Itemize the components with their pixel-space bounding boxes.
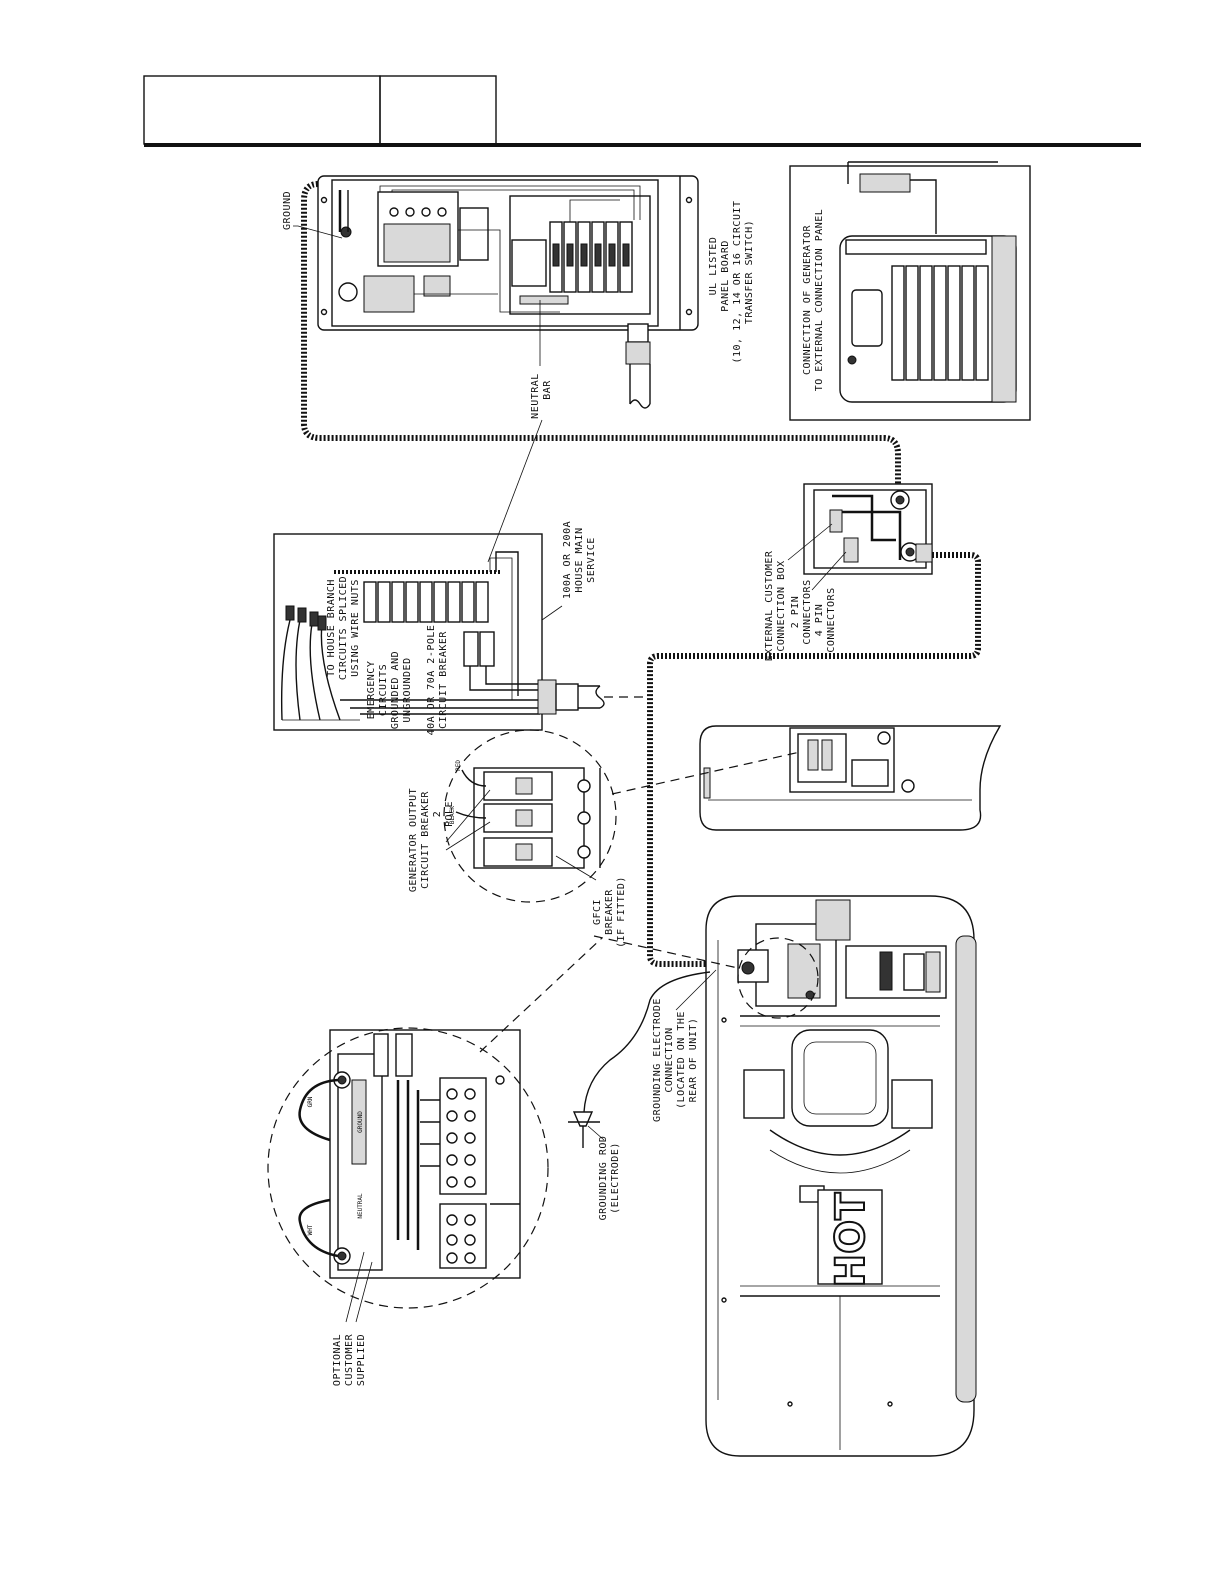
- label-grounding-rod: GROUNDING ROD (ELECTRODE): [598, 1136, 621, 1221]
- svg-text:TO EXTERNAL CONNECTION PANEL: TO EXTERNAL CONNECTION PANEL: [814, 209, 825, 392]
- header-title-box: [143, 75, 381, 145]
- svg-text:CONNECTION: CONNECTION: [664, 1027, 675, 1092]
- label-ground-bar: GROUND: [357, 1111, 364, 1133]
- svg-text:UNGROUNDED: UNGROUNDED: [402, 657, 413, 722]
- label-optional-customer-supplied: OPTIONAL CUSTOMER SUPPLIED: [332, 1333, 367, 1386]
- label-neutral-bar: NEUTRAL BAR: [530, 373, 553, 419]
- generator-side-view: [699, 725, 1002, 831]
- svg-text:40A OR 70A 2-POLE: 40A OR 70A 2-POLE: [426, 625, 437, 736]
- panel-breakers: [549, 221, 633, 293]
- label-neutral-block: NEUTRAL: [357, 1193, 364, 1219]
- label-grn-wire: GRN: [307, 1096, 314, 1107]
- label-ul-listed: UL LISTED PANEL BOARD (10, 12, 14 OR 16 …: [708, 200, 755, 363]
- svg-text:GFCI: GFCI: [592, 899, 603, 925]
- four-pin-connector: [843, 537, 859, 563]
- label-wht-wire: WHT: [307, 1224, 314, 1235]
- ground-lug: [340, 226, 352, 238]
- label-house-branch: TO HOUSE BRANCH CIRCUITS SPLICED USING W…: [326, 576, 361, 680]
- flex-conduit-generator: [647, 552, 981, 967]
- svg-text:2: 2: [432, 811, 443, 818]
- svg-text:CONNECTION BOX: CONNECTION BOX: [776, 560, 787, 651]
- two-pole-breaker-b: [479, 631, 495, 667]
- svg-text:EXTERNAL CUSTOMER: EXTERNAL CUSTOMER: [764, 550, 775, 661]
- svg-text:CONNECTION OF GENERATOR: CONNECTION OF GENERATOR: [802, 225, 813, 375]
- svg-text:4 PIN: 4 PIN: [814, 604, 825, 637]
- label-generator-output-breaker: GENERATOR OUTPUT CIRCUIT BREAKER 2 POLE: [408, 788, 455, 892]
- transfer-switch-panel: [317, 175, 699, 409]
- svg-text:NEUTRAL: NEUTRAL: [530, 373, 541, 419]
- svg-text:BREAKER: BREAKER: [604, 889, 615, 935]
- svg-text:CONNECTORS: CONNECTORS: [826, 587, 837, 652]
- label-gfci-breaker: GFCI BREAKER (IF FITTED): [592, 876, 627, 948]
- house-breakers: [363, 581, 489, 623]
- label-black-wire: BLACK: [449, 806, 456, 824]
- svg-text:SERVICE: SERVICE: [586, 537, 597, 583]
- svg-text:(10, 12, 14 OR 16 CIRCUIT: (10, 12, 14 OR 16 CIRCUIT: [732, 200, 743, 363]
- svg-text:BAR: BAR: [542, 380, 553, 400]
- svg-text:EMERGENCY: EMERGENCY: [366, 661, 377, 720]
- terminal-block-detail: GROUND NEUTRAL GRN WHT: [267, 1027, 549, 1309]
- svg-text:TO HOUSE BRANCH: TO HOUSE BRANCH: [326, 579, 337, 677]
- house-main-panel: [273, 533, 605, 731]
- generator-top-view: HOT: [705, 895, 977, 1457]
- external-connection-box: [803, 483, 933, 575]
- label-red-wire: RED: [455, 760, 462, 771]
- svg-text:100A OR 200A: 100A OR 200A: [562, 521, 573, 599]
- label-grounding-electrode: GROUNDING ELECTRODE CONNECTION (LOCATED …: [652, 998, 699, 1122]
- svg-text:OPTIONAL: OPTIONAL: [332, 1334, 343, 1386]
- svg-text:REAR OF UNIT): REAR OF UNIT): [688, 1018, 699, 1103]
- svg-text:HOUSE MAIN: HOUSE MAIN: [574, 527, 585, 592]
- two-pole-breaker-a: [463, 631, 479, 667]
- svg-text:(ELECTRODE): (ELECTRODE): [610, 1142, 621, 1214]
- svg-text:GROUNDING ELECTRODE: GROUNDING ELECTRODE: [652, 998, 663, 1122]
- panel-neutral-bar: [519, 295, 569, 305]
- breaker-detail-circle: RED BLACK: [443, 729, 617, 903]
- svg-text:GROUNDED AND: GROUNDED AND: [390, 651, 401, 729]
- inset-generator-connection: CONNECTION OF GENERATOR TO EXTERNAL CONN…: [789, 161, 1031, 421]
- svg-text:(IF FITTED): (IF FITTED): [616, 876, 627, 948]
- svg-text:CIRCUITS SPLICED: CIRCUITS SPLICED: [338, 576, 349, 680]
- svg-text:TRANSFER SWITCH): TRANSFER SWITCH): [744, 220, 755, 324]
- svg-text:SUPPLIED: SUPPLIED: [356, 1334, 367, 1386]
- terminal-detail-callout: [737, 937, 819, 1019]
- hot-warning-label: HOT: [828, 1192, 874, 1287]
- label-two-pole-breaker: 40A OR 70A 2-POLE CIRCUIT BREAKER: [426, 625, 449, 736]
- svg-text:CIRCUIT BREAKER: CIRCUIT BREAKER: [438, 631, 449, 729]
- header-bar: [143, 75, 1141, 147]
- label-house-main: 100A OR 200A HOUSE MAIN SERVICE: [562, 521, 597, 599]
- svg-text:GROUNDING ROD: GROUNDING ROD: [598, 1136, 609, 1221]
- terminal-screws: [439, 1077, 487, 1269]
- svg-text:(LOCATED ON THE: (LOCATED ON THE: [676, 1011, 687, 1109]
- grounding-rod: [568, 971, 711, 1148]
- svg-text:CIRCUITS: CIRCUITS: [378, 664, 389, 716]
- label-emergency-circuits: EMERGENCY CIRCUITS GROUNDED AND UNGROUND…: [366, 651, 413, 729]
- label-external-box: EXTERNAL CUSTOMER CONNECTION BOX 2 PIN C…: [764, 550, 837, 661]
- svg-text:CUSTOMER: CUSTOMER: [344, 1333, 355, 1386]
- flex-conduit-panel: [301, 181, 901, 486]
- svg-text:2 PIN: 2 PIN: [790, 596, 801, 629]
- label-ground: GROUND: [282, 191, 293, 230]
- svg-text:GENERATOR OUTPUT: GENERATOR OUTPUT: [408, 788, 419, 892]
- svg-text:POLE: POLE: [444, 801, 455, 827]
- two-pin-connector: [829, 509, 843, 533]
- svg-text:PANEL BOARD: PANEL BOARD: [720, 240, 731, 312]
- svg-text:CONNECTORS: CONNECTORS: [802, 579, 813, 644]
- header-page-box: [379, 75, 497, 145]
- svg-text:CIRCUIT BREAKER: CIRCUIT BREAKER: [420, 791, 431, 889]
- svg-text:UL LISTED: UL LISTED: [708, 237, 719, 296]
- svg-text:USING WIRE NUTS: USING WIRE NUTS: [350, 579, 361, 677]
- generator-vents: [891, 265, 989, 381]
